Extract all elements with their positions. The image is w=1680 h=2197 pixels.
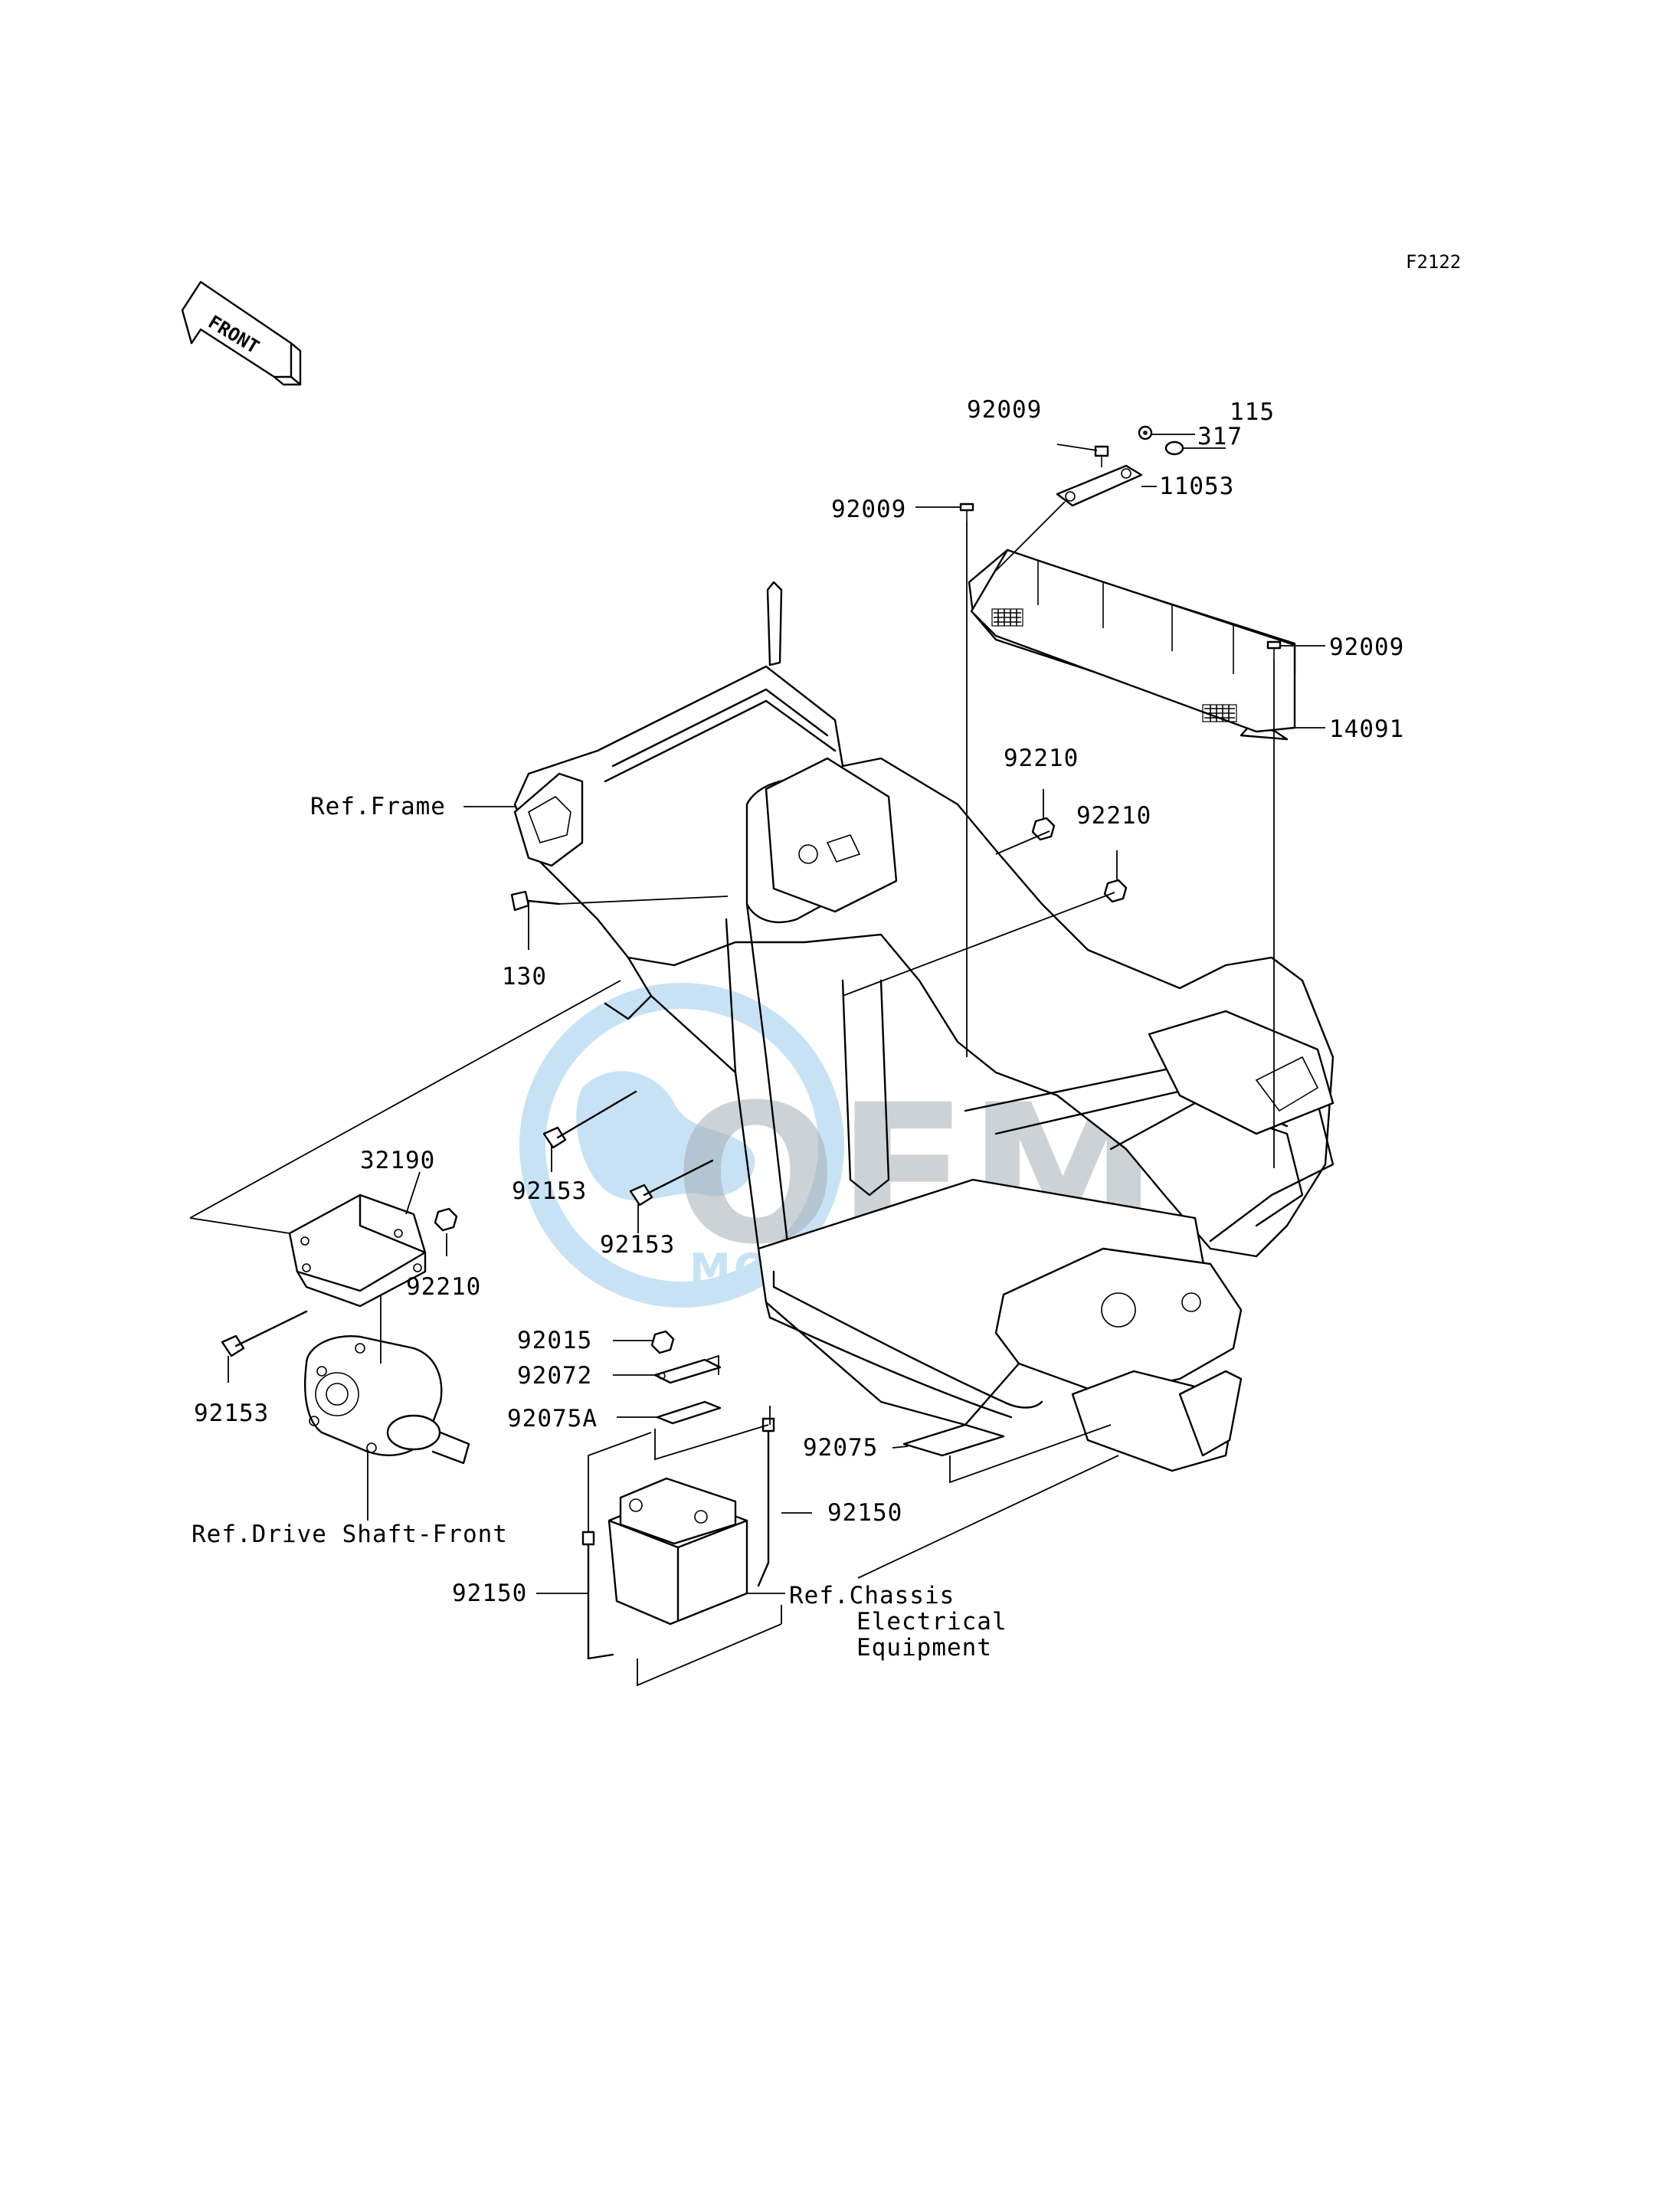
label-92153-c: 92153	[194, 1400, 269, 1427]
label-92009-right: 92009	[1329, 634, 1404, 661]
label-130: 130	[502, 963, 547, 990]
label-14091: 14091	[1329, 715, 1404, 743]
battery	[607, 1477, 748, 1626]
label-ref-drive-shaft: Ref.Drive Shaft-Front	[192, 1521, 508, 1548]
label-92009-top: 92009	[967, 396, 1042, 424]
label-ref-chassis-2: Electrical	[856, 1608, 1007, 1635]
label-92072: 92072	[517, 1362, 592, 1390]
label-92075: 92075	[803, 1434, 878, 1462]
pad-92075	[902, 1423, 1005, 1457]
cover-32190	[288, 1193, 427, 1308]
diagram-code: F2122	[1406, 251, 1461, 273]
label-92150-b: 92150	[452, 1580, 527, 1607]
cover-panel-14091	[968, 548, 1296, 741]
rod-92150-a	[757, 1417, 775, 1587]
nut-92210-a	[1031, 817, 1056, 841]
callout-labels: 92009 115 317 11053 92009 92009 14091 92…	[192, 396, 1404, 1662]
label-92153-a: 92153	[512, 1177, 587, 1205]
nut-92210-c	[434, 1207, 458, 1232]
bolt-130	[510, 890, 561, 912]
label-92210-a: 92210	[1004, 745, 1079, 772]
front-differential	[304, 1335, 470, 1465]
bolt-92009-mid	[959, 503, 974, 521]
label-317: 317	[1197, 423, 1243, 450]
bolt-92009-right	[1266, 640, 1282, 659]
nut-92210-b	[1103, 879, 1128, 903]
bolt-92009-top	[1094, 445, 1109, 467]
label-ref-chassis-1: Ref.Chassis	[789, 1582, 955, 1609]
bolt-92153-a	[542, 1090, 637, 1149]
bolt-92153-b	[629, 1159, 714, 1207]
plate-92072	[653, 1358, 722, 1384]
bracket-11053	[995, 464, 1143, 571]
front-direction-arrow-icon: FRONT	[181, 280, 302, 386]
rod-92150-b	[581, 1531, 614, 1660]
label-92210-b: 92210	[1076, 802, 1151, 830]
label-92210-c: 92210	[406, 1273, 481, 1301]
label-11053: 11053	[1159, 473, 1234, 500]
label-32190: 32190	[360, 1147, 435, 1174]
label-92153-b: 92153	[600, 1231, 675, 1259]
label-92150-a: 92150	[827, 1499, 902, 1527]
nut-92015	[650, 1330, 675, 1354]
label-92009-mid: 92009	[831, 496, 906, 523]
label-ref-chassis-3: Equipment	[856, 1634, 992, 1662]
label-ref-frame: Ref.Frame	[310, 793, 446, 820]
nut-317	[1138, 425, 1153, 440]
leader-lines	[189, 434, 1325, 1687]
pad-92075A	[656, 1400, 722, 1425]
label-92015: 92015	[517, 1327, 592, 1354]
label-115: 115	[1230, 398, 1275, 426]
vehicle-frame	[513, 581, 1335, 1472]
bolt-115	[1164, 440, 1184, 456]
label-92075A: 92075A	[507, 1405, 598, 1432]
bolt-92153-c	[221, 1310, 308, 1357]
